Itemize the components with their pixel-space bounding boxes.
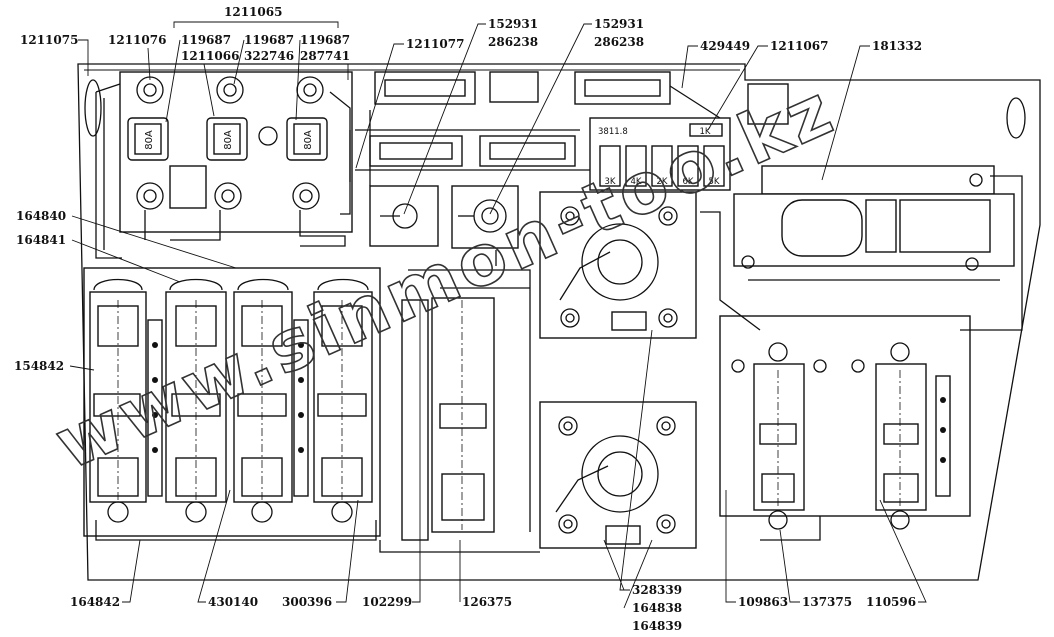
relay-cell-5k: 5K bbox=[709, 177, 720, 187]
callouts-bottom: 164842 430140 300396 102299 126375 32833… bbox=[70, 300, 927, 633]
label-1211065: 1211065 bbox=[224, 5, 282, 19]
label-1211067: 1211067 bbox=[770, 39, 828, 53]
relay-bank-right bbox=[719, 315, 971, 541]
callouts-top: 1211065 1211075 1211076 119687 1211066 1… bbox=[20, 5, 922, 215]
starter-relay-lower bbox=[539, 401, 697, 549]
power-relay bbox=[733, 165, 1023, 331]
label-152931-a: 152931 bbox=[488, 17, 538, 31]
label-126375: 126375 bbox=[462, 595, 512, 609]
relay-block: 3811.8 1K 3K 4K 2K 6K 5K bbox=[589, 117, 731, 191]
label-1211066: 1211066 bbox=[181, 49, 239, 63]
label-164839: 164839 bbox=[632, 619, 682, 633]
fuse-rating-3: 80A bbox=[303, 130, 314, 150]
label-164840: 164840 bbox=[16, 209, 66, 223]
relay-corner-mark: 1K bbox=[700, 127, 711, 137]
relay-3 bbox=[233, 278, 293, 523]
panel-outline bbox=[77, 63, 1041, 581]
label-1211077: 1211077 bbox=[406, 37, 464, 51]
label-429449: 429449 bbox=[700, 39, 750, 53]
label-181332: 181332 bbox=[872, 39, 922, 53]
fuse-rating-2: 80A bbox=[223, 130, 234, 150]
label-430140: 430140 bbox=[208, 595, 258, 609]
label-300396: 300396 bbox=[282, 595, 332, 609]
fuse-block: 80A 80A 80A bbox=[95, 71, 353, 259]
toggle-switches bbox=[369, 185, 519, 249]
fuse-holder-1 bbox=[127, 76, 207, 210]
label-119687-c: 119687 bbox=[300, 33, 350, 47]
label-328339: 328339 bbox=[632, 583, 682, 597]
relay-cell-4k: 4K bbox=[631, 177, 642, 187]
label-287741: 287741 bbox=[300, 49, 350, 63]
label-1211075: 1211075 bbox=[20, 33, 78, 47]
relay-bank-left bbox=[83, 267, 381, 541]
label-164841: 164841 bbox=[16, 233, 66, 247]
relay-cells: 3K 4K 2K 6K 5K bbox=[599, 145, 725, 187]
relay-cell-3k: 3K bbox=[605, 177, 616, 187]
label-119687-b: 119687 bbox=[244, 33, 294, 47]
label-102299: 102299 bbox=[362, 595, 412, 609]
terminal-strips bbox=[147, 319, 309, 497]
label-109863: 109863 bbox=[738, 595, 788, 609]
relay-cell-6k: 6K bbox=[683, 177, 694, 187]
fuse-holder-2 bbox=[206, 76, 278, 210]
fuse-rating-1: 80A bbox=[144, 130, 155, 150]
connector-strips bbox=[355, 71, 721, 171]
center-relay bbox=[379, 269, 540, 553]
relay-cell-2k: 2K bbox=[657, 177, 668, 187]
label-119687-a: 119687 bbox=[181, 33, 231, 47]
label-286238-b: 286238 bbox=[594, 35, 644, 49]
label-137375: 137375 bbox=[802, 595, 852, 609]
label-110596: 110596 bbox=[866, 595, 916, 609]
label-1211076: 1211076 bbox=[108, 33, 166, 47]
label-286238-a: 286238 bbox=[488, 35, 538, 49]
label-154842: 154842 bbox=[14, 359, 64, 373]
label-164838: 164838 bbox=[632, 601, 682, 615]
relay-4 bbox=[313, 278, 373, 523]
label-322746: 322746 bbox=[244, 49, 294, 63]
starter-relay-upper bbox=[539, 191, 697, 339]
label-164842: 164842 bbox=[70, 595, 120, 609]
label-152931-b: 152931 bbox=[594, 17, 644, 31]
callouts-left: 164840 164841 154842 bbox=[14, 209, 237, 373]
relay-block-title: 3811.8 bbox=[598, 127, 628, 137]
fuse-holder-3 bbox=[286, 76, 328, 210]
